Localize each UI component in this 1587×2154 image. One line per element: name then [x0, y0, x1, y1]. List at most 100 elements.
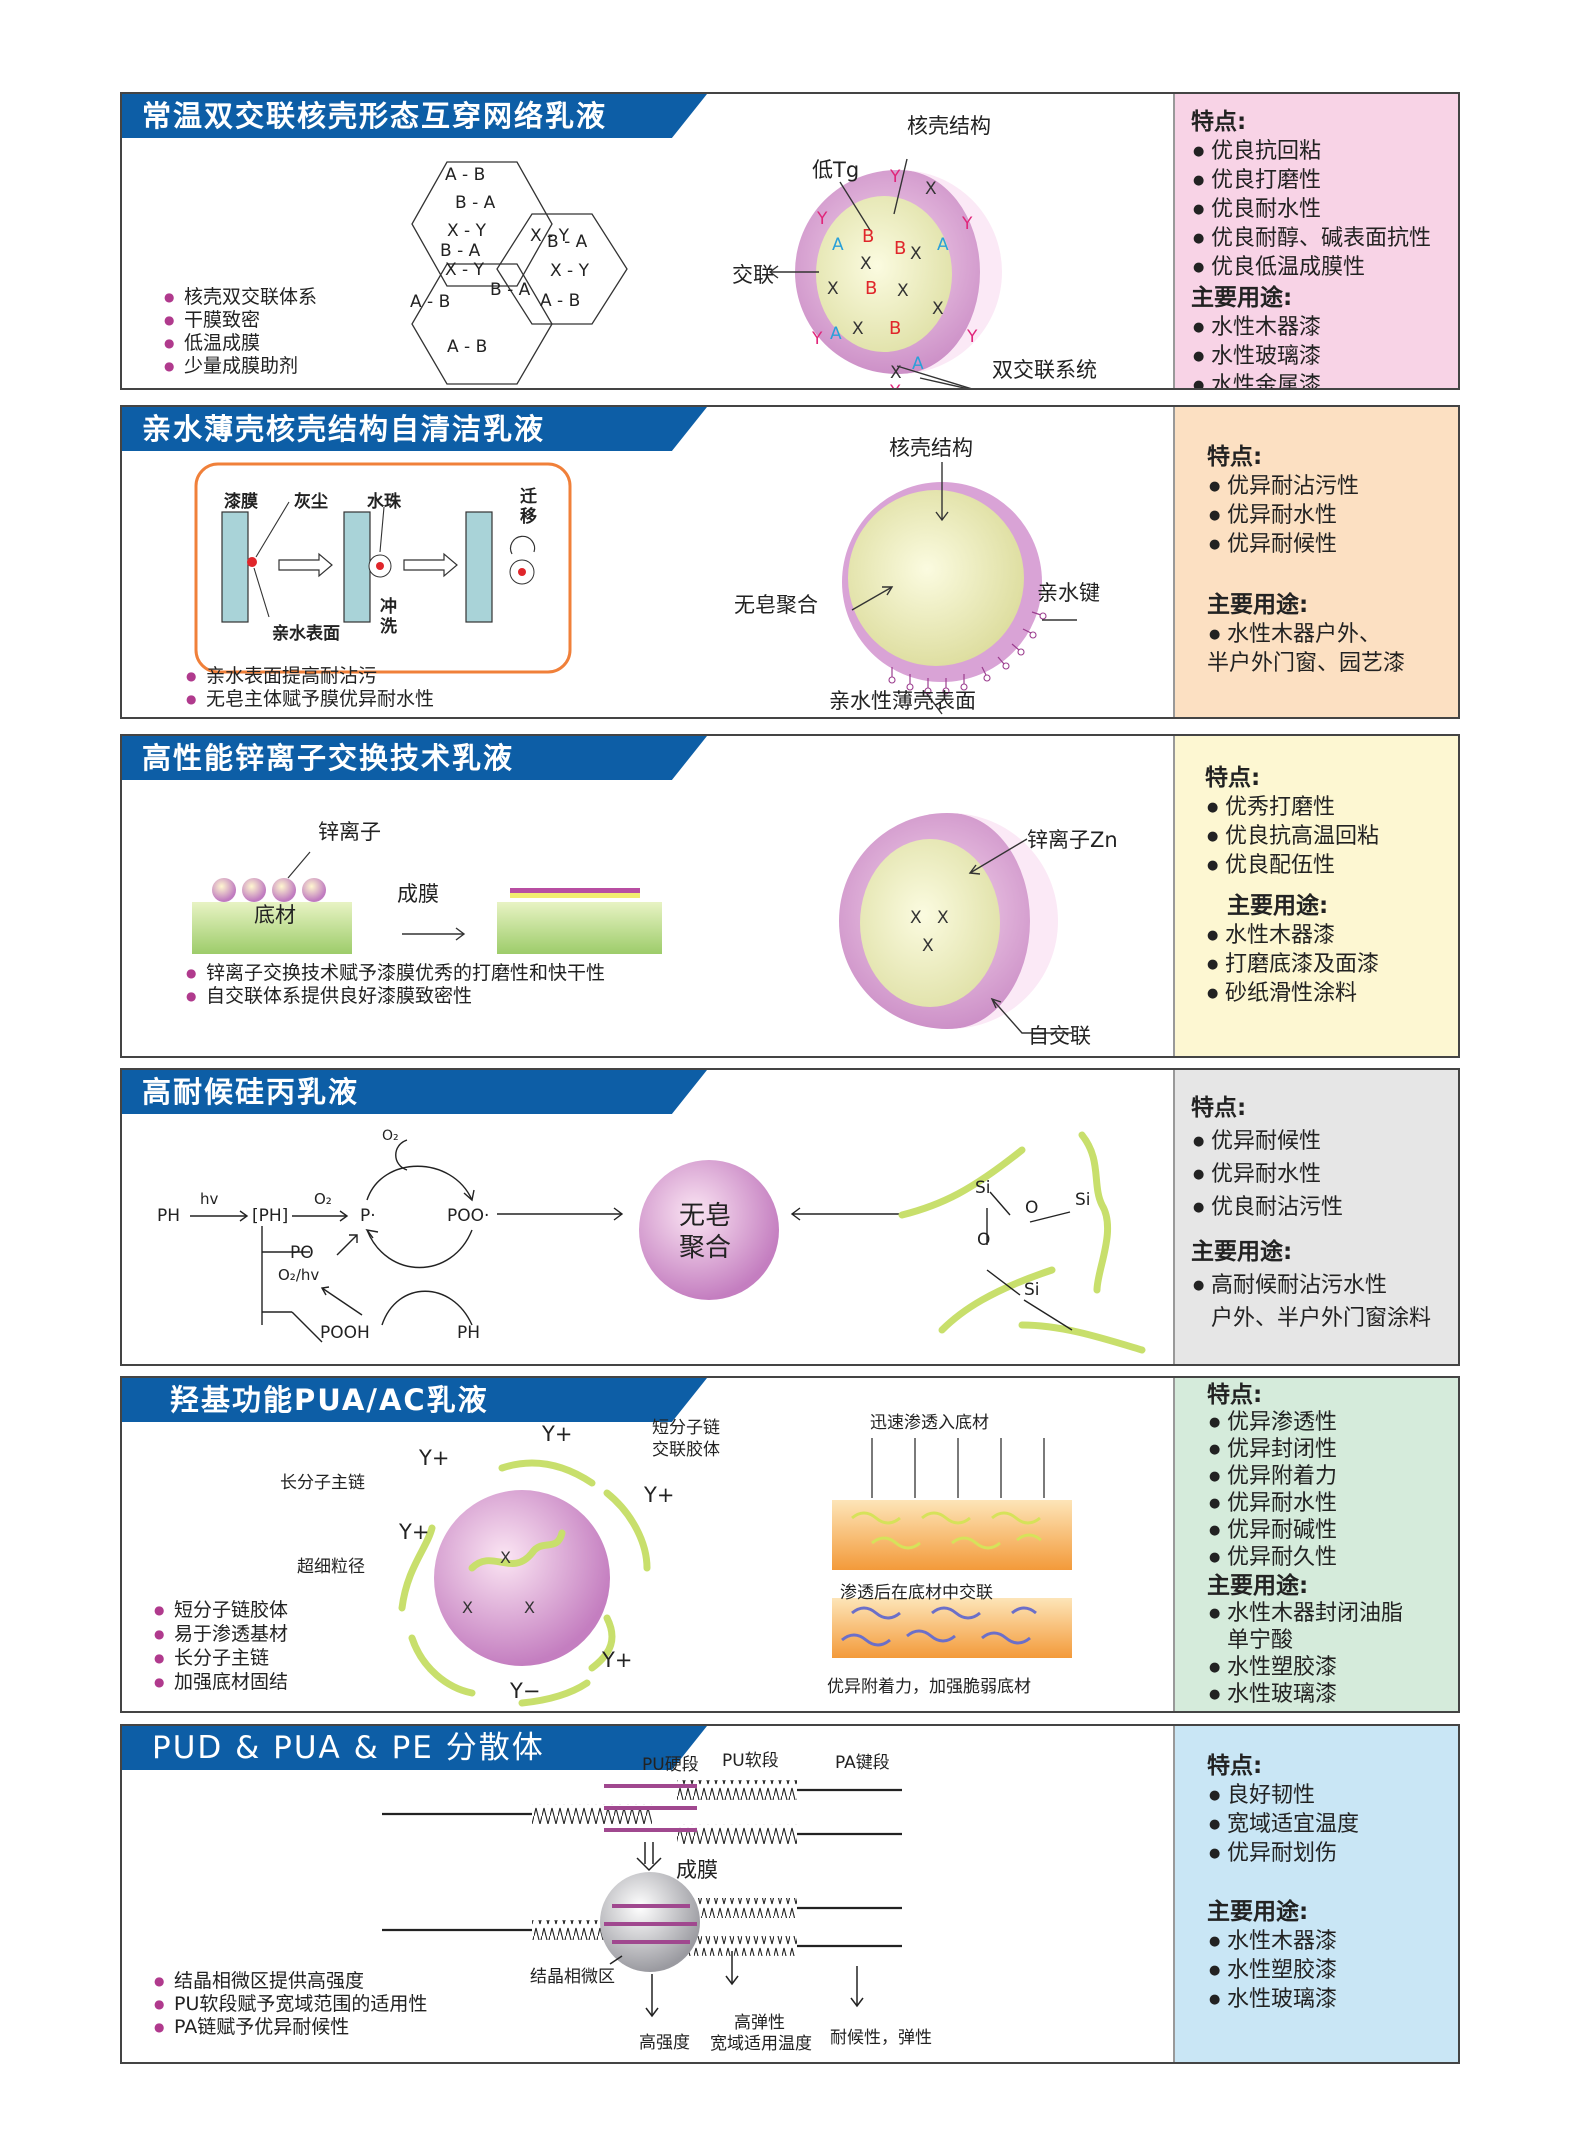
svg-text:X: X: [932, 299, 944, 319]
section-5-title: 羟基功能PUA/AC乳液: [122, 1378, 707, 1422]
uses-list: 水性木器封闭油脂: [1207, 1600, 1444, 1627]
svg-text:X: X: [937, 908, 949, 928]
svg-text:Y: Y: [811, 329, 823, 349]
label-zinc-ion: 锌离子: [318, 820, 381, 844]
label-si: Si: [975, 1178, 991, 1198]
features-title: 特点:: [1207, 1753, 1263, 1779]
label-adhesion: 优异附着力，加强脆弱底材: [827, 1677, 1031, 1697]
section-2-bullets: 亲水表面提高耐沾污 无皂主体赋予膜优异耐水性: [184, 665, 434, 711]
feature-item: 优异耐水性: [1207, 1490, 1444, 1517]
label-y-plus: Y+: [542, 1422, 573, 1446]
svg-text:B: B: [862, 226, 874, 247]
label-dual-crosslink: 双交联系统: [992, 358, 1097, 382]
section-4-sidebar: 特点: 优异耐候性 优异耐水性 优良耐沾污性 主要用途: 高耐候耐沾污水性 户外…: [1173, 1070, 1458, 1364]
label-fast-penetrate: 迅速渗透入底材: [870, 1413, 989, 1433]
use-item-continued: 单宁酸: [1227, 1628, 1294, 1653]
feature-item: 优良抗高温回粘: [1205, 822, 1444, 851]
section-2-sidebar: 特点: 优异耐沾污性 优异耐水性 优异耐候性 主要用途: 水性木器户外、 半户外…: [1173, 407, 1458, 717]
uses-title: 主要用途:: [1227, 893, 1329, 919]
svg-text:X: X: [860, 254, 872, 274]
penetration-diagram: [832, 1438, 1072, 1658]
hex-label: B - A: [490, 280, 531, 300]
label-pu-hard: PU硬段: [642, 1755, 699, 1775]
feature-item: 优良耐沾污性: [1191, 1191, 1444, 1224]
section-2-title: 亲水薄壳核壳结构自清洁乳液: [122, 407, 707, 451]
feature-item: 优异耐水性: [1191, 1158, 1444, 1191]
bullet-item: 自交联体系提供良好漆膜致密性: [184, 985, 605, 1008]
label-soap-free-2: 聚合: [679, 1233, 732, 1263]
uses-title: 主要用途:: [1191, 285, 1293, 311]
zinc-ion-diagram: [192, 851, 662, 954]
feature-item: 宽域适宜温度: [1207, 1810, 1444, 1839]
use-item-continued: 户外、半户外门窗涂料: [1211, 1306, 1432, 1331]
bullet-item: 无皂主体赋予膜优异耐水性: [184, 688, 434, 711]
label-hydrophilic-surface: 亲水表面: [272, 624, 340, 644]
svg-text:B: B: [865, 278, 877, 299]
label-hydrophilic-bond: 亲水键: [1037, 581, 1100, 605]
section-6-title: PUD & PUA & PE 分散体: [122, 1726, 707, 1770]
feature-item: 优异耐候性: [1207, 530, 1444, 559]
section-5-bullets: 短分子链胶体 易于渗透基材 长分子主链 加强底材固结: [152, 1598, 288, 1694]
svg-text:A: A: [912, 354, 924, 374]
use-item: 水性木器漆: [1191, 313, 1444, 342]
svg-text:X: X: [922, 936, 934, 956]
use-item: 水性玻璃漆: [1191, 342, 1444, 371]
feature-item: 优良配伍性: [1205, 851, 1444, 880]
label-poo-dot: POO·: [447, 1206, 490, 1226]
label-thin-shell-surface: 亲水性薄壳表面: [829, 689, 976, 713]
label-y-plus: Y+: [644, 1483, 675, 1507]
hex-label: A - B: [445, 165, 486, 185]
svg-text:Y: Y: [966, 327, 978, 347]
bullet-item: 少量成膜助剂: [162, 355, 317, 378]
section-6-sidebar: 特点: 良好韧性 宽域适宜温度 优异耐划伤 主要用途: 水性木器漆 水性塑胶漆 …: [1173, 1726, 1458, 2062]
label-y-plus: Y+: [602, 1648, 633, 1672]
features-list: 良好韧性 宽域适宜温度 优异耐划伤: [1207, 1781, 1444, 1868]
bullet-item: PA链赋予优异耐候性: [152, 2016, 427, 2039]
photo-oxidation-diagram: [190, 1139, 907, 1343]
use-item-continued: 半户外门窗、园艺漆: [1207, 651, 1406, 676]
hex-label: B - A: [455, 193, 496, 213]
label-short-chain-1: 短分子链: [652, 1418, 720, 1438]
label-ph: PH: [157, 1206, 181, 1226]
features-title: 特点:: [1207, 444, 1263, 470]
label-self-crosslink: 自交联: [1028, 1024, 1091, 1048]
features-list: 优异耐沾污性 优异耐水性 优异耐候性: [1207, 472, 1444, 559]
feature-item: 优秀打磨性: [1205, 793, 1444, 822]
use-item: 砂纸滑性涂料: [1205, 979, 1444, 1008]
label-crystal: 结晶相微区: [530, 1967, 615, 1987]
label-wide-temp: 宽域适用温度: [710, 2034, 812, 2054]
feature-item: 优异耐候性: [1191, 1125, 1444, 1158]
feature-item: 优良低温成膜性: [1191, 253, 1444, 282]
hexagon-network-diagram: [411, 161, 628, 385]
label-soap-free-1: 无皂: [679, 1201, 732, 1231]
label-film: 成膜: [676, 1858, 718, 1882]
use-item: 水性木器漆: [1207, 1927, 1444, 1956]
label-low-tg: 低Tg: [812, 158, 860, 182]
features-list: 优良抗回粘 优良打磨性 优良耐水性 优良耐醇、碱表面抗性 优良低温成膜性: [1191, 137, 1444, 282]
label-o2-hv: O₂/hv: [278, 1266, 320, 1284]
features-title: 特点:: [1207, 1382, 1263, 1408]
feature-item: 优异耐沾污性: [1207, 472, 1444, 501]
feature-item: 优良抗回粘: [1191, 137, 1444, 166]
section-6-bullets: 结晶相微区提供高强度 PU软段赋予宽域范围的适用性 PA链赋予优异耐候性: [152, 1970, 427, 2039]
svg-text:A: A: [832, 235, 844, 255]
section-1-sidebar: 特点: 优良抗回粘 优良打磨性 优良耐水性 优良耐醇、碱表面抗性 优良低温成膜性…: [1173, 94, 1458, 388]
feature-item: 优良耐醇、碱表面抗性: [1191, 224, 1444, 253]
svg-text:Y: Y: [961, 214, 973, 234]
hex-label: X - Y: [530, 226, 569, 246]
svg-text:B: B: [889, 318, 901, 339]
uses-list: 水性木器漆 水性塑胶漆 水性玻璃漆: [1207, 1927, 1444, 2014]
feature-item: 优异耐碱性: [1207, 1517, 1444, 1544]
uses-list: 水性木器户外、: [1207, 620, 1444, 649]
label-high-strength: 高强度: [639, 2033, 690, 2053]
svg-text:X: X: [925, 179, 937, 199]
bullet-item: 亲水表面提高耐沾污: [184, 665, 434, 688]
label-core-shell: 核壳结构: [889, 436, 973, 460]
uses-title: 主要用途:: [1207, 592, 1309, 618]
hex-label: B - A: [440, 241, 481, 261]
features-title: 特点:: [1205, 765, 1261, 791]
label-high-elastic: 高弹性: [734, 2013, 785, 2033]
